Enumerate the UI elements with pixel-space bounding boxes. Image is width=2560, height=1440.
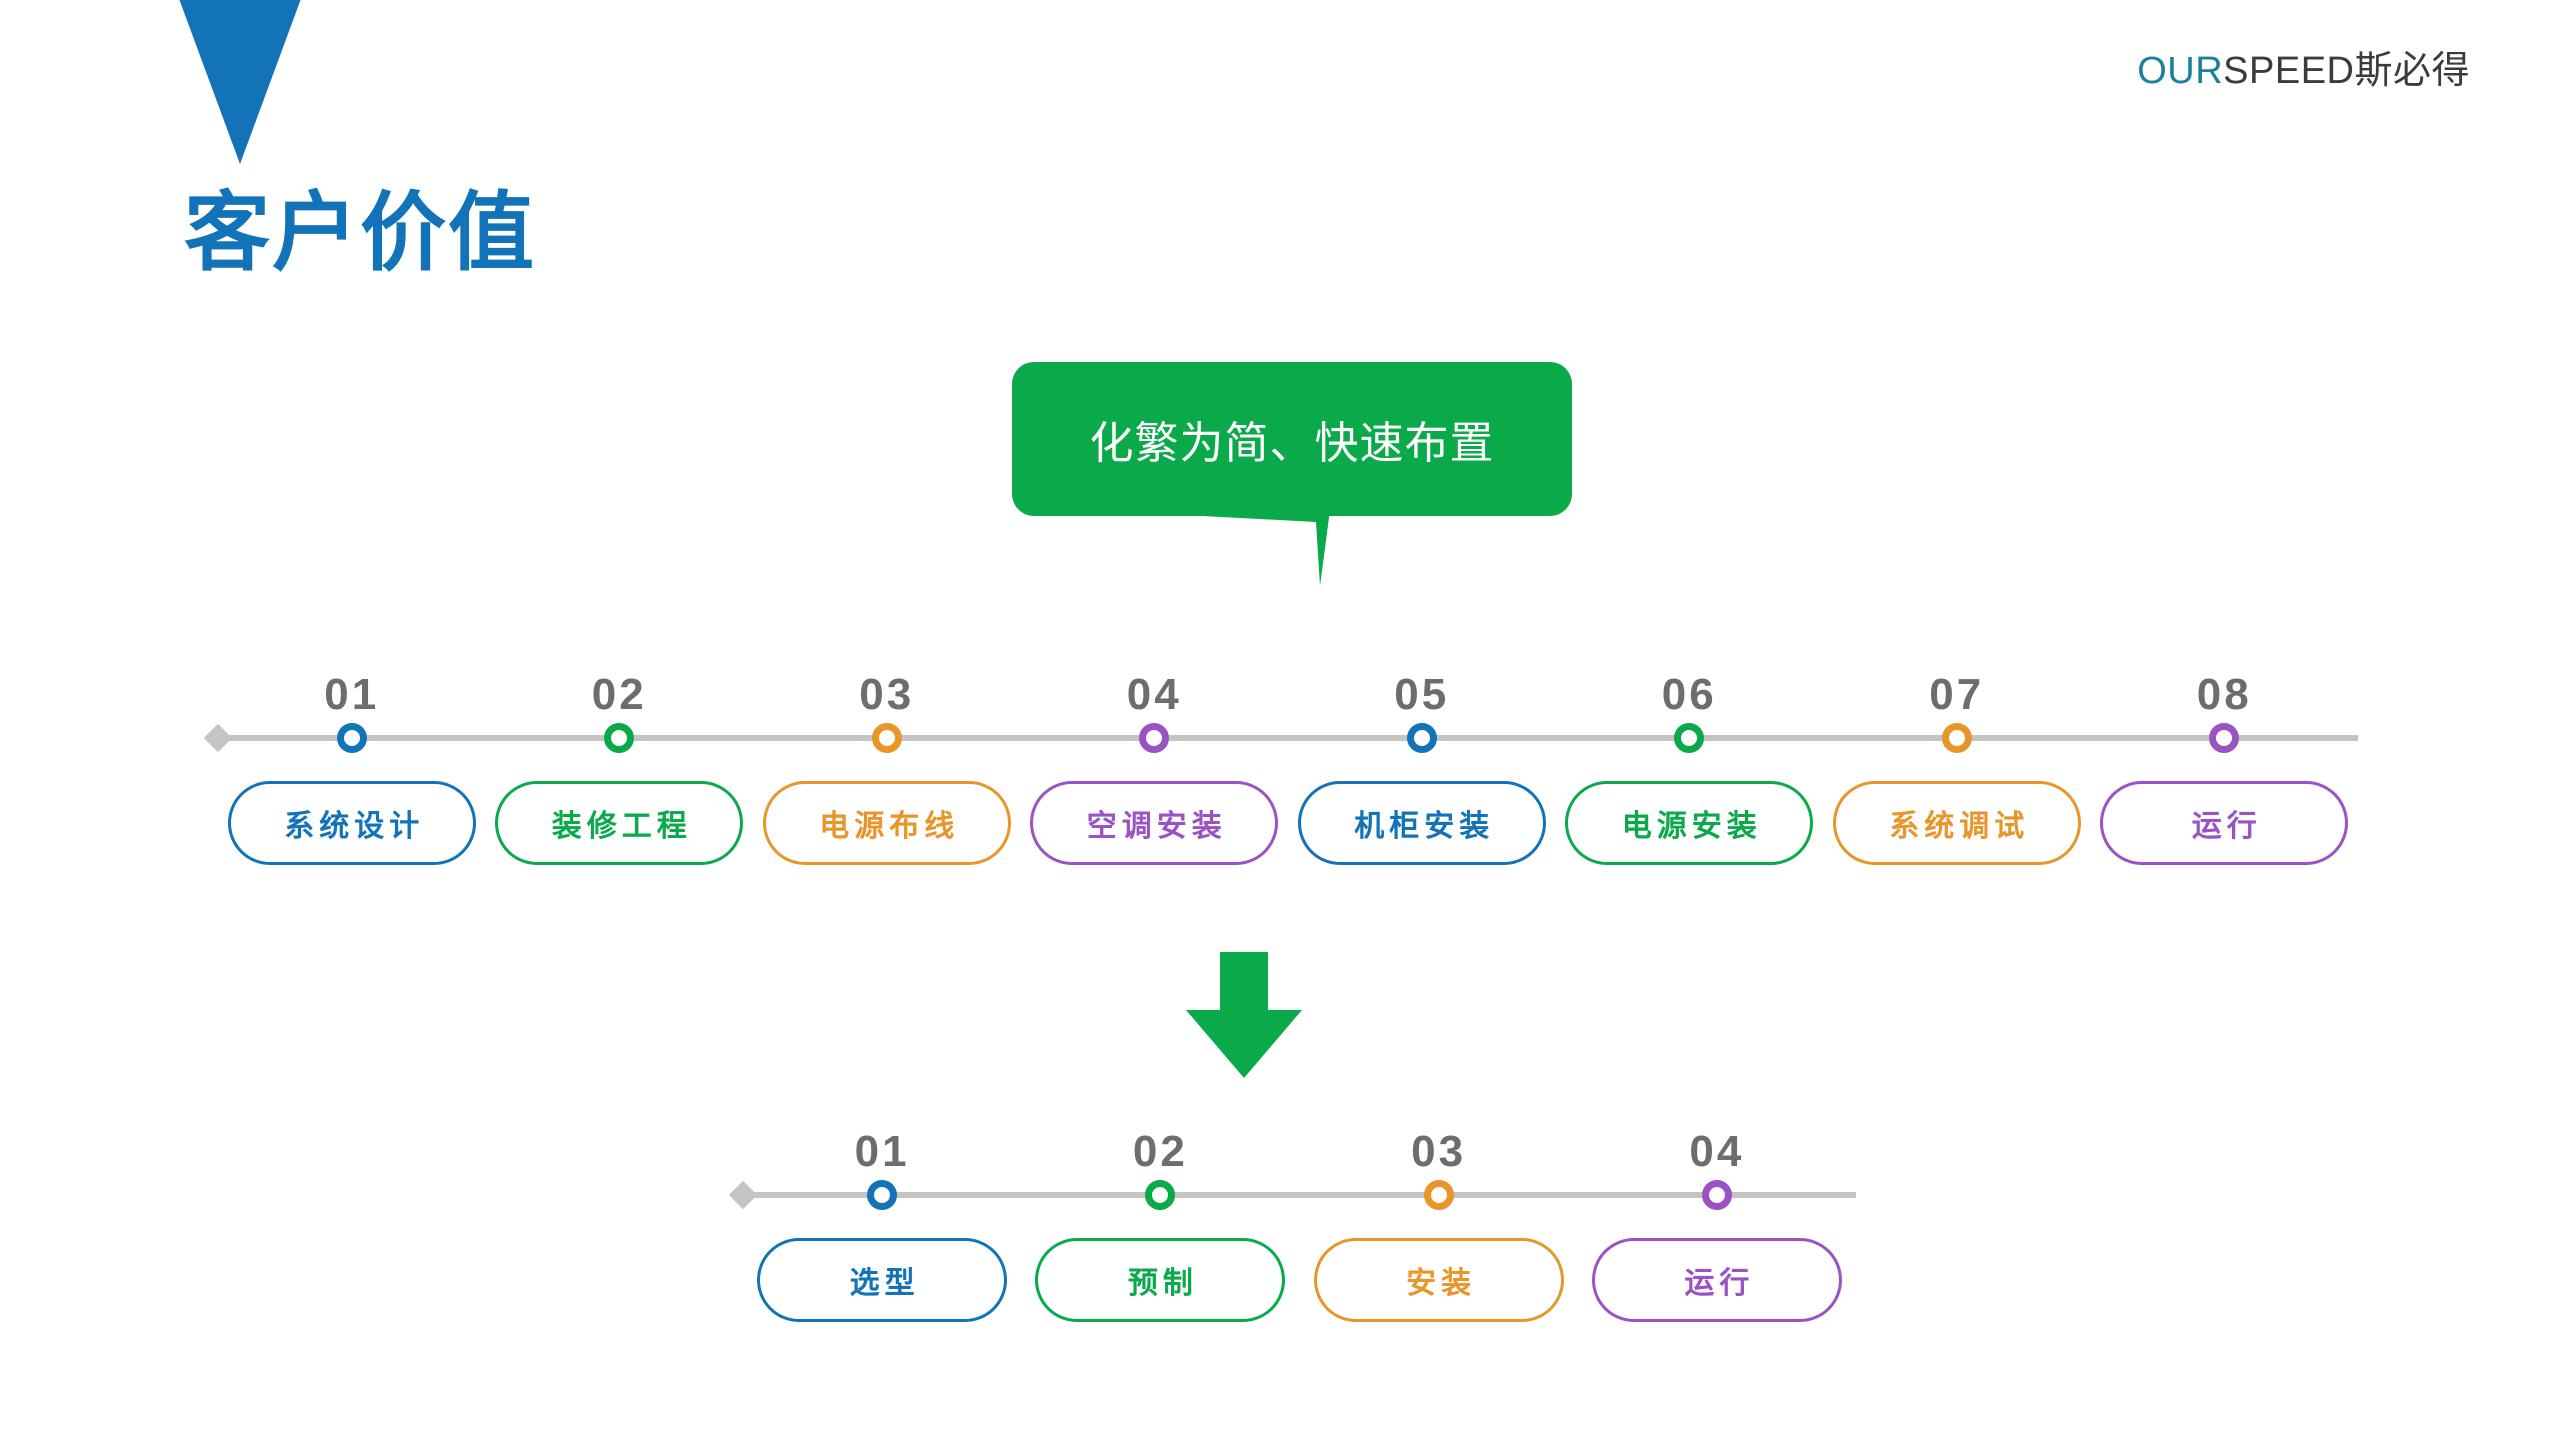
timeline-step-number: 07 <box>1929 670 1985 719</box>
timeline-step-pill[interactable]: 空调安装 <box>1030 781 1279 865</box>
timeline-step-marker-icon <box>1423 1180 1454 1210</box>
timeline-step-marker-icon <box>1406 723 1437 753</box>
page-title: 客户价值 <box>184 185 536 281</box>
timeline-step-pill[interactable]: 预制 <box>1035 1238 1286 1322</box>
timeline-step-pill[interactable]: 机柜安装 <box>1297 781 1546 865</box>
timeline-step-marker-icon <box>1674 723 1705 753</box>
timeline-step-pill[interactable]: 电源安装 <box>1565 781 1814 865</box>
timeline-step-marker-icon <box>1139 723 1170 753</box>
timeline-step-marker-icon <box>867 1180 898 1210</box>
timeline-step-marker-icon <box>1701 1180 1732 1210</box>
timeline-step-number: 02 <box>591 670 647 719</box>
timeline-step-number: 04 <box>1126 670 1182 719</box>
timeline-axis-start-marker <box>728 1180 758 1210</box>
timeline-axis <box>743 1192 1856 1198</box>
timeline-axis <box>218 735 2358 741</box>
timeline-step-marker-icon <box>336 723 367 753</box>
timeline-step-number: 01 <box>854 1127 910 1176</box>
timeline-step-marker-icon <box>604 723 635 753</box>
down-arrow-icon <box>1186 952 1302 1078</box>
brand-logo-rest: SPEED斯必得 <box>2223 50 2470 92</box>
timeline-axis-start-marker <box>203 723 233 753</box>
timeline-step-number: 03 <box>1411 1127 1467 1176</box>
timeline-step-pill[interactable]: 系统调试 <box>1832 781 2081 865</box>
timeline-step-number: 04 <box>1689 1127 1745 1176</box>
timeline-step-pill[interactable]: 系统设计 <box>227 781 476 865</box>
timeline-step-pill[interactable]: 安装 <box>1313 1238 1564 1322</box>
timeline-step-marker-icon <box>871 723 902 753</box>
timeline-step-number: 02 <box>1132 1127 1188 1176</box>
brand-logo: OURSPEED斯必得 <box>2137 52 2470 90</box>
callout-bubble-body <box>1012 362 1572 516</box>
callout-bubble: 化繁为简、快速布置 <box>1012 362 1572 586</box>
callout-bubble-text: 化繁为简、快速布置 <box>1089 419 1495 468</box>
timeline-step-pill[interactable]: 运行 <box>2100 781 2349 865</box>
timeline-step-number: 03 <box>859 670 915 719</box>
timeline-step-marker-icon <box>1941 723 1972 753</box>
timeline-step-pill[interactable]: 选型 <box>757 1238 1008 1322</box>
timeline-step-marker-icon <box>1145 1180 1176 1210</box>
timeline-step-marker-icon <box>2209 723 2240 753</box>
timeline-step-number: 06 <box>1661 670 1717 719</box>
timeline-step-pill[interactable]: 电源布线 <box>762 781 1011 865</box>
timeline-step-number: 08 <box>2196 670 2252 719</box>
brand-logo-prefix: OUR <box>2137 50 2224 92</box>
timeline-step-number: 05 <box>1394 670 1450 719</box>
callout-bubble-tail-icon <box>1090 510 1330 586</box>
timeline-step-number: 01 <box>324 670 380 719</box>
title-triangle-decoration <box>178 0 302 164</box>
timeline-step-pill[interactable]: 运行 <box>1591 1238 1842 1322</box>
timeline-step-pill[interactable]: 装修工程 <box>495 781 744 865</box>
